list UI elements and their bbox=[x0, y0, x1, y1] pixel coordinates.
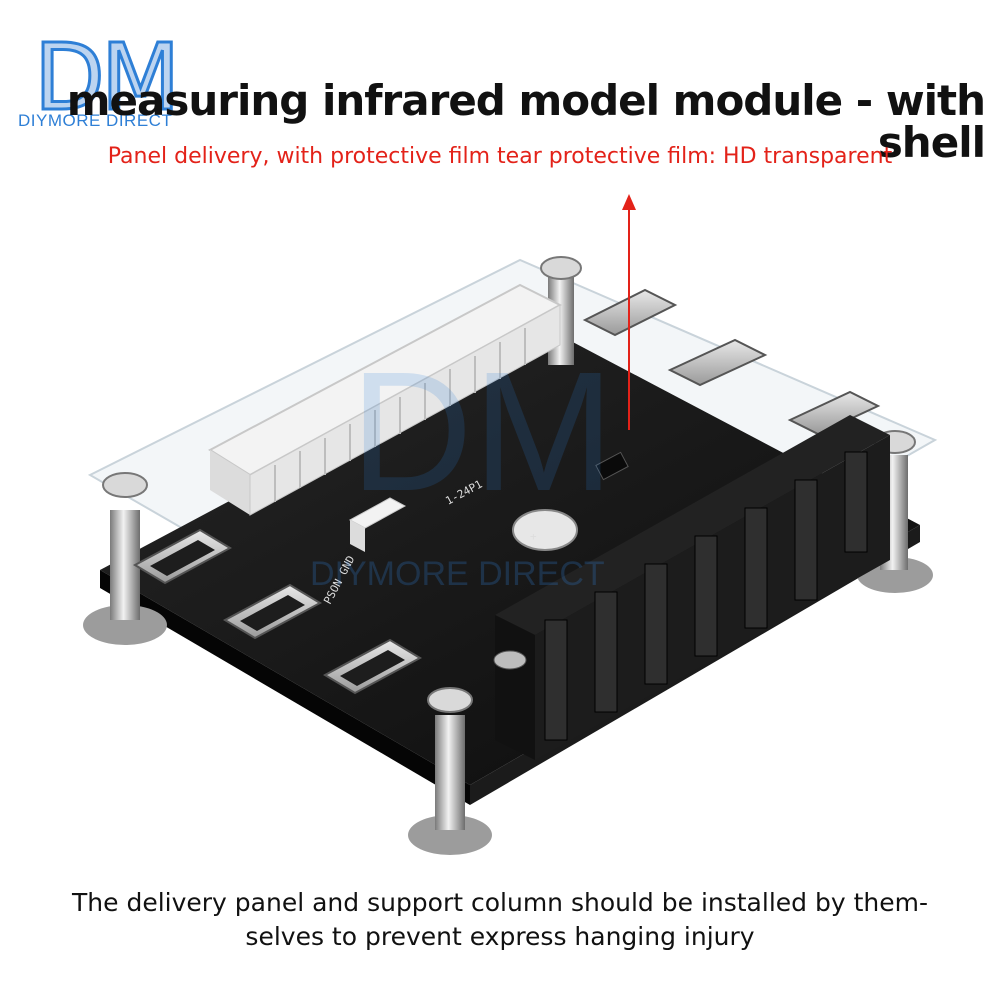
usb-port-back-2 bbox=[667, 338, 768, 387]
atx-24pin-connector bbox=[208, 283, 563, 516]
caption: The delivery panel and support column sh… bbox=[30, 886, 970, 954]
watermark-letters: DM bbox=[350, 337, 614, 527]
logo-letters: DM bbox=[32, 24, 181, 131]
caption-line-1: The delivery panel and support column sh… bbox=[72, 888, 928, 917]
brand-logo: DM DIYMORE DIRECT bbox=[18, 28, 223, 138]
caption-line-2: selves to prevent express hanging injury bbox=[245, 921, 755, 951]
pcb-board bbox=[100, 330, 920, 785]
product-photo: + 1-24P1 PSON GND DM DIYMORE DIRECT bbox=[83, 194, 938, 855]
usb-port-front-3 bbox=[322, 638, 423, 695]
terminal-block bbox=[493, 415, 890, 760]
usb-port-front-1 bbox=[132, 528, 233, 585]
ic-chip bbox=[595, 451, 629, 481]
watermark-text: DIYMORE DIRECT bbox=[310, 555, 605, 593]
usb-port-back-3 bbox=[787, 390, 881, 436]
usb-port-front-2 bbox=[222, 583, 323, 640]
logo-brand-text: DIYMORE DIRECT bbox=[18, 111, 173, 130]
svg-text:+: + bbox=[530, 530, 537, 543]
page-title: measuring infrared model module - with s… bbox=[66, 76, 986, 167]
standoff-front-right bbox=[408, 687, 492, 855]
capacitor: + bbox=[512, 509, 578, 551]
arrow-icon bbox=[622, 194, 636, 430]
pson-connector bbox=[348, 497, 407, 552]
page-subtitle: Panel delivery, with protective film tea… bbox=[107, 144, 893, 169]
